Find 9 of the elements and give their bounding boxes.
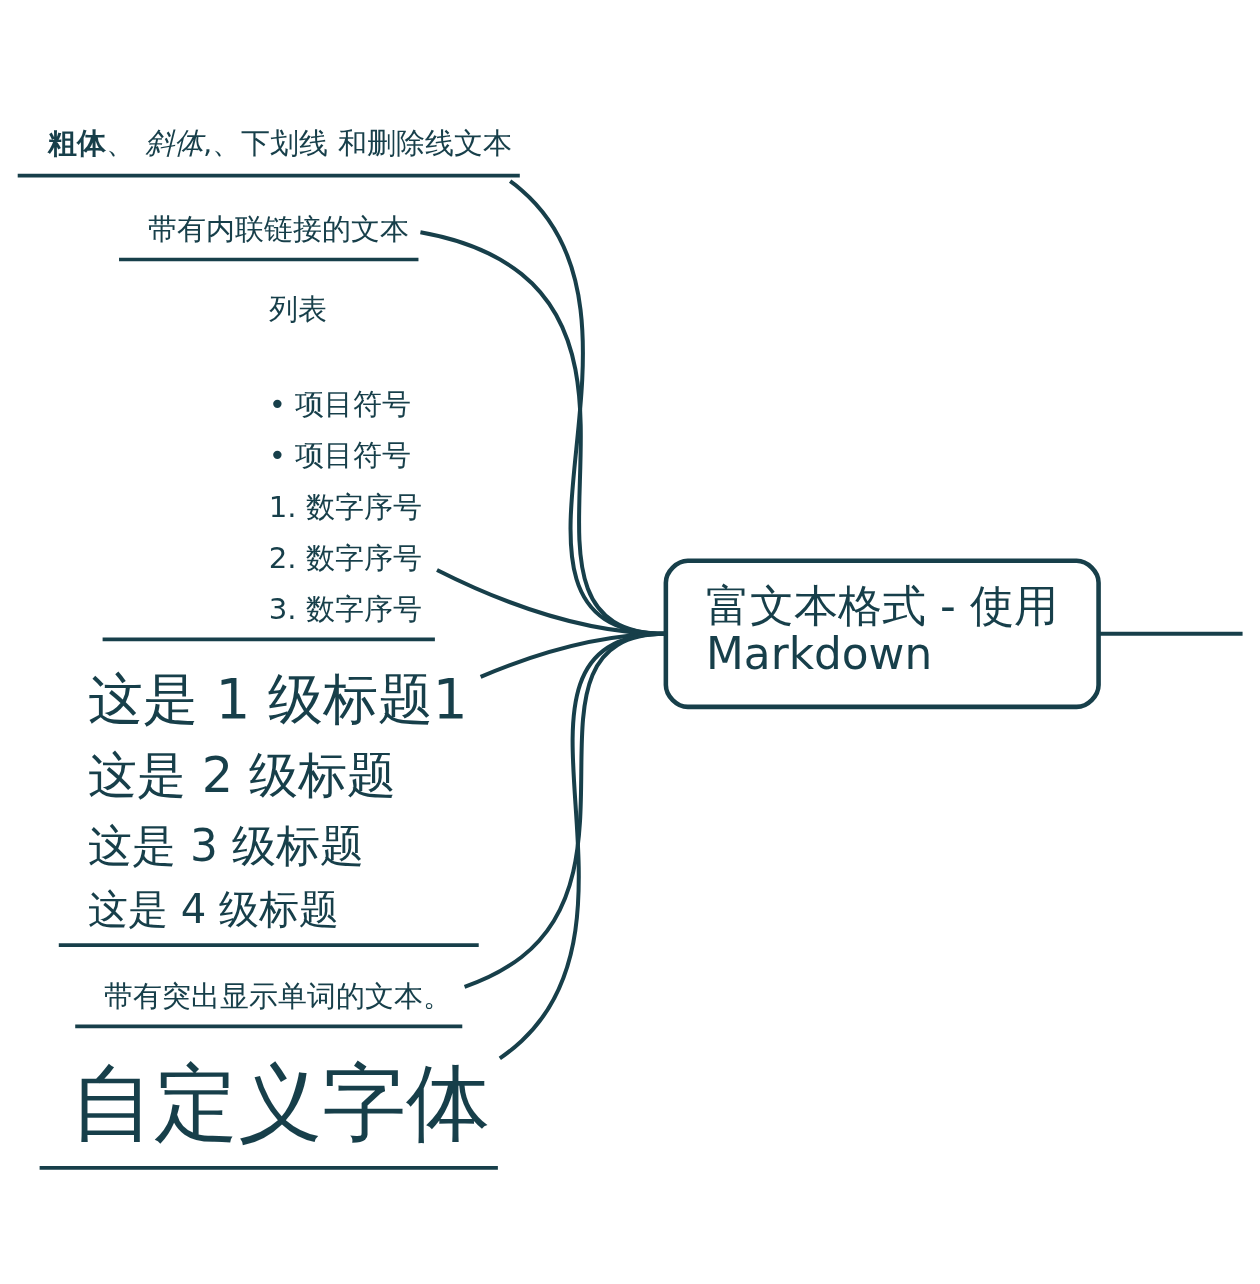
connector <box>498 631 667 1060</box>
connector <box>1098 631 1243 636</box>
node-text: 列表 • 项目符号 • 项目符号 1. 数字序号 2. 数字序号 3. 数字序号 <box>268 291 422 626</box>
node-text: 粗体、 斜体,、下划线 和删除线文本 <box>47 125 512 160</box>
node-text: 带有突出显示单词的文本。 <box>104 978 453 1013</box>
node-box: 富文本格式 - 使用 Markdown <box>663 558 1101 709</box>
node-text: 带有内联链接的文本 <box>148 211 410 246</box>
node-text: 自定义字体 <box>69 1053 490 1152</box>
node-text: 这是 1 级标题1 这是 2 级标题 这是 3 级标题 这是 4 级标题 <box>88 666 468 932</box>
